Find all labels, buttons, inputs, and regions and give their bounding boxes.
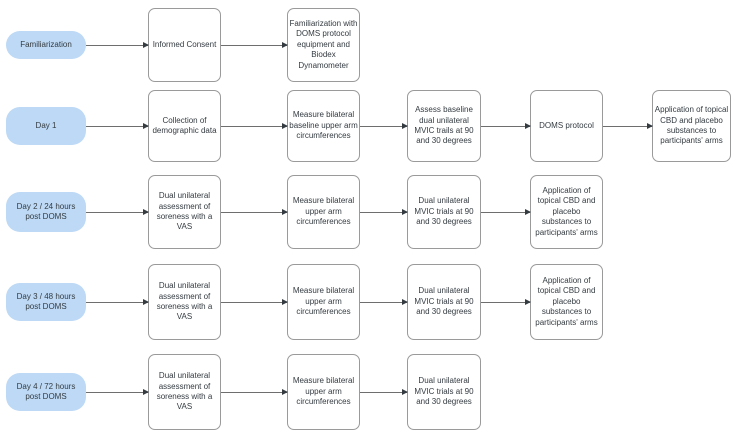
step-label: Dual unilateral assessment of soreness w…	[156, 371, 213, 412]
flow-arrow	[360, 389, 408, 395]
step-box-mvic-trials-day4: Dual unilateral MVIC trials at 90 and 30…	[407, 354, 481, 430]
step-box-arm-circumferences-day3: Measure bilateral upper arm circumferenc…	[287, 264, 360, 340]
step-label: Measure bilateral upper arm circumferenc…	[292, 196, 355, 227]
step-box-arm-circumferences-day4: Measure bilateral upper arm circumferenc…	[287, 354, 360, 430]
flow-arrow	[221, 299, 288, 305]
stage-pill-day3: Day 3 / 48 hours post DOMS	[6, 283, 86, 321]
stage-label: Day 4 / 72 hours post DOMS	[16, 381, 76, 401]
step-box-cbd-application-day2: Application of topical CBD and placebo s…	[530, 175, 603, 249]
flow-arrow	[481, 123, 531, 129]
stage-pill-familiarization: Familiarization	[6, 31, 86, 59]
step-box-vas-day4: Dual unilateral assessment of soreness w…	[148, 354, 221, 430]
step-label: Assess baseline dual unilateral MVIC tra…	[414, 105, 474, 146]
step-label: DOMS protocol	[539, 120, 594, 130]
step-box-mvic-trials-day3: Dual unilateral MVIC trials at 90 and 30…	[407, 264, 481, 340]
step-label: Measure bilateral upper arm circumferenc…	[292, 286, 355, 317]
step-label: Dual unilateral MVIC trials at 90 and 30…	[414, 196, 474, 227]
stage-label: Day 1	[35, 120, 57, 130]
step-label: Dual unilateral MVIC trials at 90 and 30…	[414, 376, 474, 407]
flow-arrow	[86, 299, 149, 305]
step-box-baseline-mvic-trials: Assess baseline dual unilateral MVIC tra…	[407, 90, 481, 162]
stage-pill-day1: Day 1	[6, 107, 86, 145]
flow-arrow	[221, 123, 288, 129]
step-box-informed-consent: Informed Consent	[148, 8, 221, 82]
step-label: Dual unilateral assessment of soreness w…	[156, 281, 213, 322]
step-label: Dual unilateral assessment of soreness w…	[156, 191, 213, 232]
step-label: Familiarization with DOMS protocol equip…	[289, 19, 358, 70]
stage-label: Day 3 / 48 hours post DOMS	[16, 291, 76, 311]
flow-arrow	[603, 123, 653, 129]
step-box-familiarization-equipment: Familiarization with DOMS protocol equip…	[287, 8, 360, 82]
step-box-arm-circumferences-day2: Measure bilateral upper arm circumferenc…	[287, 175, 360, 249]
step-label: Measure bilateral baseline upper arm cir…	[289, 110, 358, 141]
step-label: Application of topical CBD and placebo s…	[654, 105, 729, 146]
flow-arrow	[360, 299, 408, 305]
flow-arrow	[86, 209, 149, 215]
flow-arrow	[221, 209, 288, 215]
stage-label: Day 2 / 24 hours post DOMS	[16, 201, 76, 221]
flow-arrow	[360, 209, 408, 215]
flow-arrow	[221, 389, 288, 395]
step-box-mvic-trials-day2: Dual unilateral MVIC trials at 90 and 30…	[407, 175, 481, 249]
flow-arrow	[86, 123, 149, 129]
stage-pill-day2: Day 2 / 24 hours post DOMS	[6, 192, 86, 232]
flow-arrow	[481, 209, 531, 215]
flow-arrow	[86, 389, 149, 395]
step-label: Application of topical CBD and placebo s…	[535, 186, 598, 237]
step-label: Dual unilateral MVIC trials at 90 and 30…	[414, 286, 474, 317]
step-label: Collection of demographic data	[152, 115, 217, 135]
stage-pill-day4: Day 4 / 72 hours post DOMS	[6, 373, 86, 411]
step-box-vas-day2: Dual unilateral assessment of soreness w…	[148, 175, 221, 249]
flow-arrow	[86, 42, 149, 48]
step-box-cbd-application-day1: Application of topical CBD and placebo s…	[652, 90, 731, 162]
step-box-cbd-application-day3: Application of topical CBD and placebo s…	[530, 264, 603, 340]
step-label: Application of topical CBD and placebo s…	[535, 276, 598, 327]
step-box-demographic-data: Collection of demographic data	[148, 90, 221, 162]
step-label: Informed Consent	[152, 39, 217, 49]
flow-arrow	[481, 299, 531, 305]
step-box-vas-day3: Dual unilateral assessment of soreness w…	[148, 264, 221, 340]
flow-arrow	[360, 123, 408, 129]
step-box-doms-protocol: DOMS protocol	[530, 90, 603, 162]
flow-arrow	[221, 42, 288, 48]
stage-label: Familiarization	[20, 39, 72, 49]
step-box-baseline-arm-circumferences: Measure bilateral baseline upper arm cir…	[287, 90, 360, 162]
step-label: Measure bilateral upper arm circumferenc…	[292, 376, 355, 407]
